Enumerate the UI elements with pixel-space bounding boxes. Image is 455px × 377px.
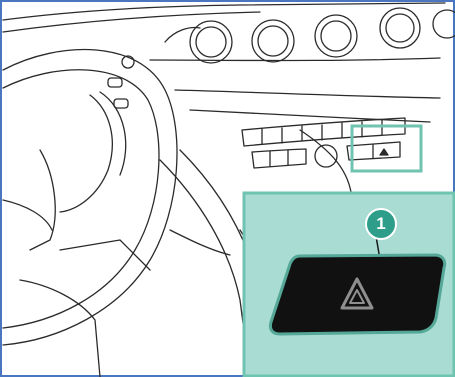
hazard-warning-button: [270, 255, 444, 334]
callout-number: 1: [366, 209, 396, 239]
